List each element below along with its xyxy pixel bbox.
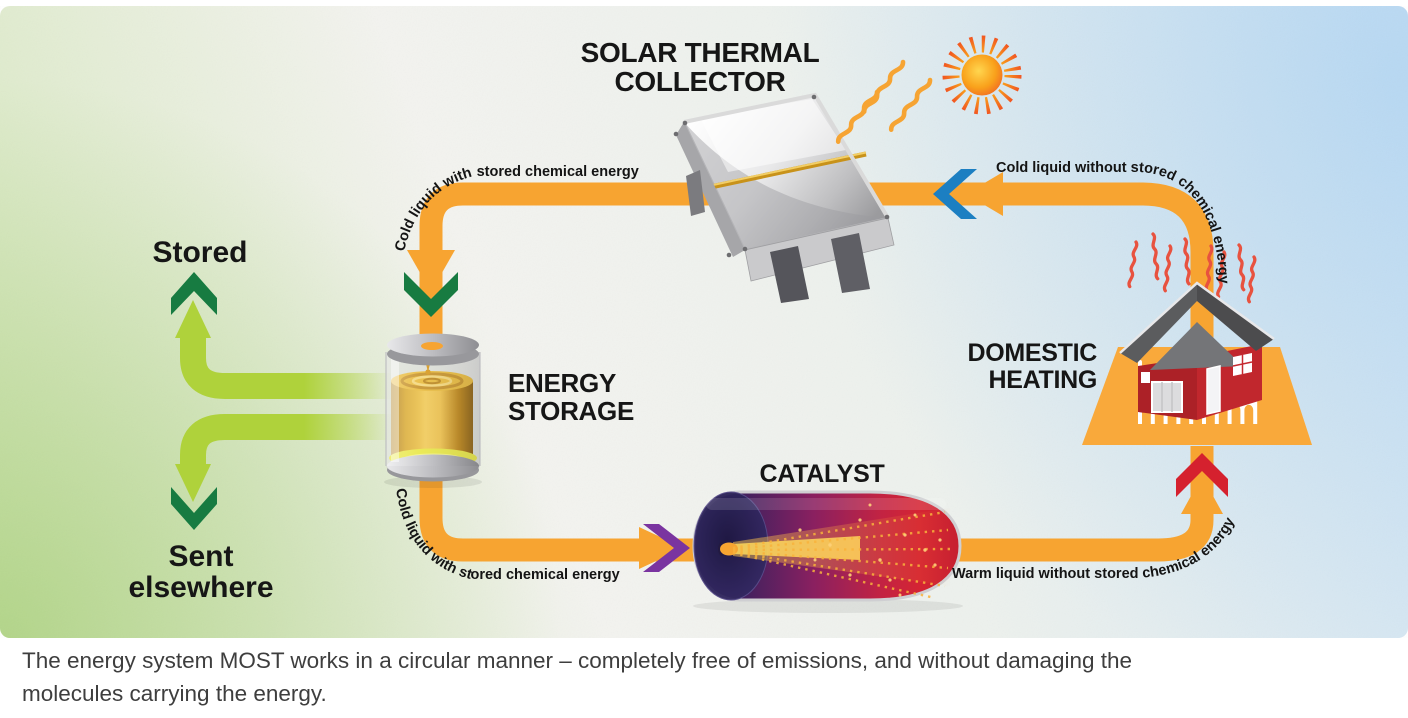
stored-label: Stored: [152, 236, 247, 269]
flow-direction-chevrons: [404, 169, 1228, 572]
stored-branch-pipe: [180, 330, 394, 399]
catalyst-illustration: [692, 490, 963, 613]
front-door-icon: [1206, 365, 1221, 415]
diagram-background: [0, 6, 1408, 638]
solar-collector-title-line2: COLLECTOR: [614, 66, 785, 97]
up-chevron-into-heating-icon: [1176, 453, 1228, 497]
pipe-catalyst-to-heating: [952, 474, 1214, 562]
left-chevron-into-collector-icon: [933, 169, 977, 219]
sent-elsewhere-label-line2: elsewhere: [128, 571, 273, 604]
stored-pipe-arrowhead: [175, 300, 211, 338]
sent-elsewhere-branch-pipe: [180, 414, 394, 472]
pipe-arrowhead-at-heating: [1181, 476, 1223, 514]
pipe-collector-loop-top: [419, 182, 1214, 362]
roof-left: [1120, 283, 1197, 363]
domestic-heating-title-line1: DOMESTIC: [967, 339, 1097, 367]
domestic-heating-illustration: [1082, 232, 1312, 445]
window-icon: [1141, 372, 1150, 383]
pipe-storage-to-catalyst: [419, 468, 726, 562]
collector-leg-icon: [770, 246, 809, 303]
energy-storage-title-line2: STORAGE: [508, 396, 634, 426]
collector-bolts: [673, 94, 890, 258]
right-chevron-into-catalyst-icon: [643, 524, 690, 572]
energy-storage-title-line1: ENERGY: [508, 368, 616, 398]
collector-leg-icon: [831, 233, 870, 293]
pipe-arrowhead-at-collector: [966, 172, 1003, 216]
roof-right: [1197, 283, 1274, 351]
sent-elsewhere-label-line1: Sent: [168, 540, 233, 573]
receiver-tube-icon: [705, 151, 867, 191]
pipe-arrowhead-at-catalyst: [639, 527, 684, 569]
house-illustration: [1119, 281, 1275, 420]
solar-collector-title-line1: SOLAR THERMAL: [581, 37, 820, 68]
pipe-arrowhead-at-storage: [407, 250, 455, 292]
figure-caption: The energy system MOST works in a circul…: [22, 645, 1382, 710]
solar-collector-illustration: [673, 92, 895, 303]
spray-particles: [798, 503, 942, 597]
sun-rays-wavy-icon: [835, 59, 933, 144]
flow-pipes: [407, 172, 1223, 569]
catalyst-title: CATALYST: [760, 460, 885, 488]
down-chevron-into-storage-icon: [404, 272, 458, 317]
heat-waves-icon: [1127, 232, 1257, 304]
sent-pipe-arrowhead: [175, 464, 211, 502]
storage-tank-illustration: [384, 333, 482, 488]
sent-down-chevron-icon: [171, 487, 217, 530]
storage-branch-arrows: [171, 272, 394, 530]
figure-caption-line2: molecules carrying the energy.: [22, 680, 327, 706]
most-energy-cycle-diagram: SOLAR THERMAL COLLECTOR ENERGY STORAGE C…: [0, 6, 1408, 638]
sun-icon: [942, 35, 1022, 115]
stored-up-chevron-icon: [171, 272, 217, 315]
garage-door-icon: [1151, 381, 1183, 413]
domestic-heating-title-line2: HEATING: [988, 366, 1097, 394]
figure-caption-line1: The energy system MOST works in a circul…: [22, 648, 1133, 673]
